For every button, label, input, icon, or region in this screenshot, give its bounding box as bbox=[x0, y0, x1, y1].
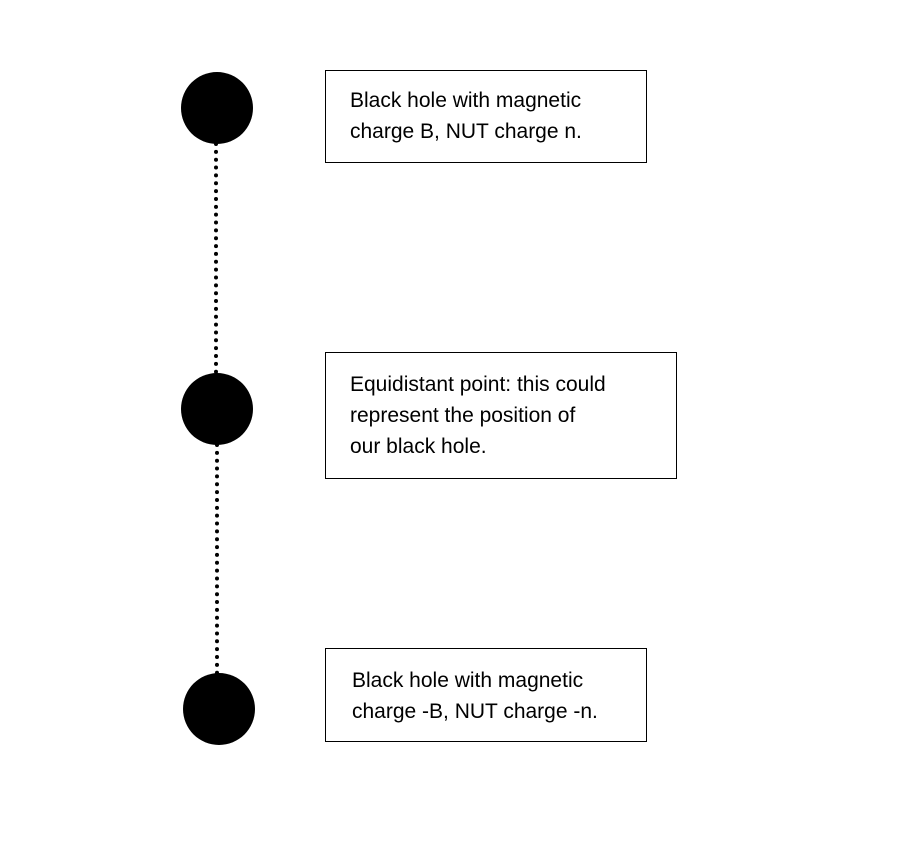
label-box-middle: Equidistant point: this could represent … bbox=[325, 352, 677, 479]
label-box-top: Black hole with magnetic charge B, NUT c… bbox=[325, 70, 647, 163]
black-hole-node-top bbox=[181, 72, 253, 144]
dotted-connector-top bbox=[214, 142, 218, 374]
equidistant-point-node bbox=[181, 373, 253, 445]
label-box-bottom: Black hole with magnetic charge -B, NUT … bbox=[325, 648, 647, 742]
dotted-connector-bottom bbox=[215, 443, 219, 675]
black-hole-node-bottom bbox=[183, 673, 255, 745]
